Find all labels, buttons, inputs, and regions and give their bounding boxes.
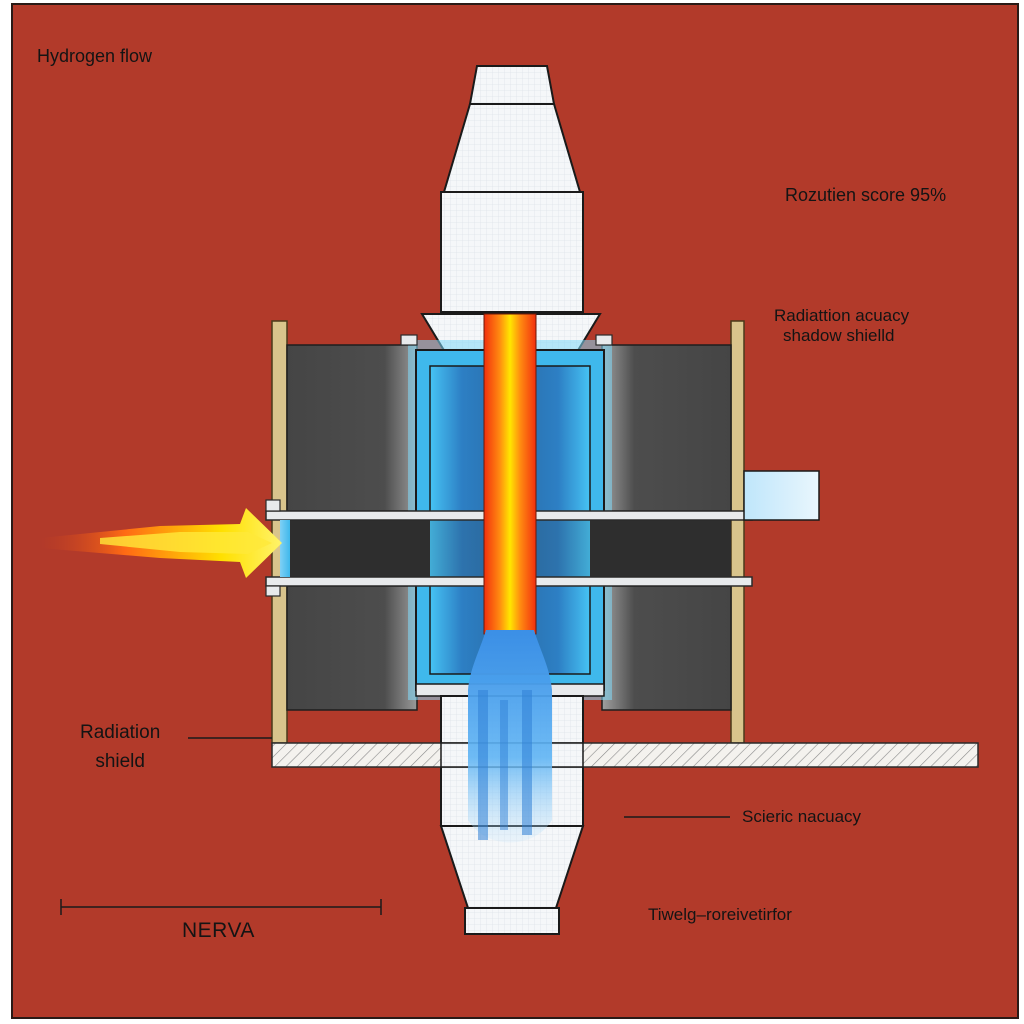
lower-right-block: [601, 585, 732, 711]
radiation-shield-line-1: Radiation: [80, 722, 161, 743]
base-platform: [271, 742, 979, 768]
channel-notch-right: [592, 519, 608, 578]
score-label: Rozutien score 95%: [785, 185, 947, 205]
nerva-label: NERVA: [182, 919, 255, 942]
side-port: [743, 470, 820, 521]
exhaust-streak-2: [500, 700, 508, 830]
bolt-left: [400, 334, 418, 346]
radiation-accuracy-line-2: shadow shielld: [783, 326, 895, 346]
bolt-left-mid: [265, 499, 281, 512]
channel-notch-left: [410, 519, 436, 578]
fuel-element: [483, 313, 537, 635]
upper-left-block: [286, 344, 418, 512]
radiation-accuracy-label: Radiattion acuacy shadow shielld: [774, 306, 909, 347]
radiation-shield-label: Radiation shield: [80, 722, 160, 774]
upper-right-block: [601, 344, 732, 512]
top-cone: [468, 65, 556, 105]
exhaust-streak-1: [478, 690, 488, 840]
hydrogen-flow-arrow-core: [100, 532, 272, 554]
tiwelg-label: Tiwelg–roreivetirfor: [648, 905, 792, 924]
nozzle-exit: [464, 907, 560, 935]
radiation-shield-line-2: shield: [95, 750, 145, 772]
radiation-accuracy-line-1: Radiattion acuacy: [774, 306, 910, 325]
bolt-left-mid-2: [265, 585, 281, 597]
scieric-accuracy-label: Scieric nacuacy: [742, 807, 862, 826]
exhaust-streak-3: [522, 690, 532, 835]
hydrogen-flow-label: Hydrogen flow: [37, 46, 153, 66]
upper-column: [440, 191, 584, 313]
right-rail: [730, 320, 745, 744]
inlet-window: [280, 520, 290, 577]
bolt-right: [595, 334, 613, 346]
lower-left-block: [286, 585, 418, 711]
